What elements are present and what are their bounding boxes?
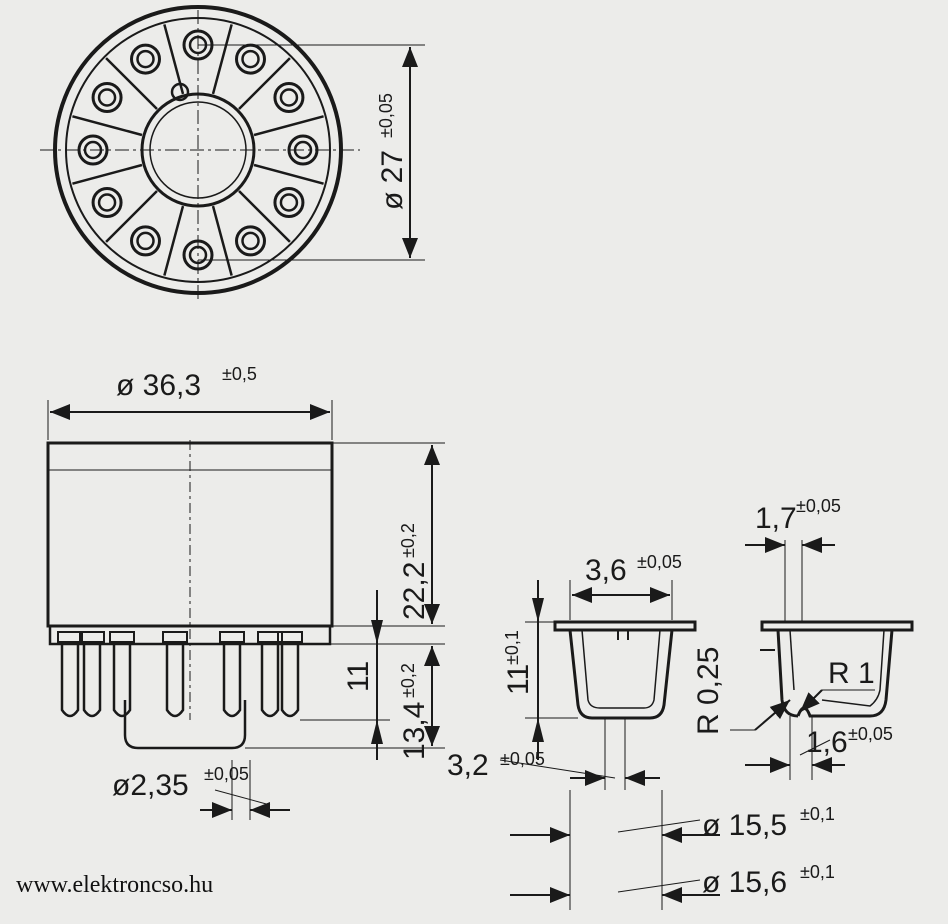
contact-wall-tolerance: ±0,05: [848, 724, 893, 744]
contact-gap-label: 3,2: [447, 749, 489, 782]
body-height-dimension: 22,2 ±0,2: [332, 442, 445, 627]
contact-depth-label: 11: [502, 664, 535, 695]
top-diameter-tolerance: ±0,05: [376, 93, 396, 138]
contact-section-a: [553, 620, 697, 720]
pin-hole: [293, 140, 313, 160]
socket-rib: [163, 24, 185, 95]
pin-hole: [287, 134, 319, 166]
outer-diameter-a-tolerance: ±0,1: [800, 804, 835, 824]
pin-hole: [273, 187, 305, 218]
socket-pin: [222, 644, 242, 718]
socket-side-view: [46, 440, 334, 750]
contact-width-label: 3,6: [585, 554, 627, 587]
socket-rib: [211, 24, 233, 95]
pin-hole: [77, 134, 109, 166]
socket-rib: [163, 205, 185, 276]
outer-diameter-a-label: ø 15,5: [702, 809, 787, 842]
pin-hole: [188, 245, 208, 265]
socket-rib: [211, 205, 233, 276]
pin-hole: [97, 193, 117, 212]
pin-length-label: 11: [342, 661, 375, 692]
socket-rib: [72, 163, 143, 185]
socket-rib: [238, 190, 291, 243]
socket-rib: [105, 57, 158, 110]
socket-pin: [112, 644, 132, 718]
pin-hole: [273, 82, 305, 113]
pin-hole: [279, 88, 299, 107]
pin-collar: [219, 631, 245, 643]
pin-hole: [91, 187, 123, 218]
pin-diameter-dimension: ø2,35 ±0,05: [112, 760, 290, 820]
pin-diameter-label: ø2,35: [112, 769, 189, 802]
pin-collar: [57, 631, 83, 643]
socket-pin: [165, 644, 185, 718]
pin-collar: [79, 631, 105, 643]
outer-diameter-b-label: ø 15,6: [702, 866, 787, 899]
socket-rib: [105, 190, 158, 243]
pin-length-dimensions: 11 13,4 ±0,2: [245, 590, 445, 760]
body-height-tolerance: ±0,2: [398, 523, 418, 558]
pin-total-label: 13,4: [398, 702, 431, 760]
contact-wall-label: 1,6: [806, 726, 848, 759]
socket-rib: [238, 57, 291, 110]
pin-hole: [97, 88, 117, 107]
pin-hole: [83, 140, 103, 160]
contact-slot-label: 1,7: [755, 502, 797, 535]
pin-collar: [109, 631, 135, 643]
pin-collar: [257, 631, 283, 643]
contact-gap-tolerance: ±0,05: [500, 749, 545, 769]
top-diameter-label: ø 27: [376, 150, 409, 210]
pin-hole: [241, 231, 260, 251]
pin-total-tolerance: ±0,2: [398, 663, 418, 698]
pin-diameter-tolerance: ±0,05: [204, 764, 249, 784]
contact-radius-label: R 1: [828, 657, 875, 690]
pin-hole: [136, 231, 155, 251]
contact-b-dimensions: 1,7 ±0,05 R 0,25 R 1 1,6 ±0,05: [692, 496, 893, 780]
pin-hole: [235, 225, 266, 257]
body-height-label: 22,2: [398, 562, 431, 620]
website-url: www.elektroncso.hu: [16, 872, 214, 898]
outer-diameter-dimensions: ø 15,5 ±0,1 ø 15,6 ±0,1: [510, 790, 835, 910]
outer-diameter-b-tolerance: ±0,1: [800, 862, 835, 882]
socket-pin: [82, 644, 102, 718]
pin-hole: [182, 239, 214, 271]
socket-rib: [253, 115, 324, 137]
body-diameter-label: ø 36,3: [116, 369, 201, 402]
socket-top-view: [40, 5, 360, 300]
body-diameter-dimension: ø 36,3 ±0,5: [47, 364, 333, 440]
contact-depth-tolerance: ±0,1: [502, 630, 522, 665]
pin-hole: [136, 49, 155, 69]
pin-hole: [130, 225, 161, 257]
contact-slot-tolerance: ±0,05: [796, 496, 841, 516]
pin-hole: [241, 49, 260, 69]
socket-pin: [60, 644, 80, 718]
contact-width-tolerance: ±0,05: [637, 552, 682, 572]
pin-collar: [277, 631, 303, 643]
pin-hole: [279, 193, 299, 212]
socket-pin: [260, 644, 280, 718]
top-diameter-dimension: ø 27 ±0,05: [198, 44, 425, 261]
socket-pin: [280, 644, 300, 718]
socket-rib: [253, 163, 324, 185]
contact-radius-small-label: R 0,25: [692, 647, 725, 735]
pin-hole: [130, 43, 161, 75]
pin-collar: [162, 631, 188, 643]
socket-rib: [72, 115, 143, 137]
pin-hole: [91, 82, 123, 113]
body-diameter-tolerance: ±0,5: [222, 364, 257, 384]
contact-a-dimensions: 3,6 ±0,05 11 ±0,1 3,2 ±0,05: [447, 552, 682, 790]
